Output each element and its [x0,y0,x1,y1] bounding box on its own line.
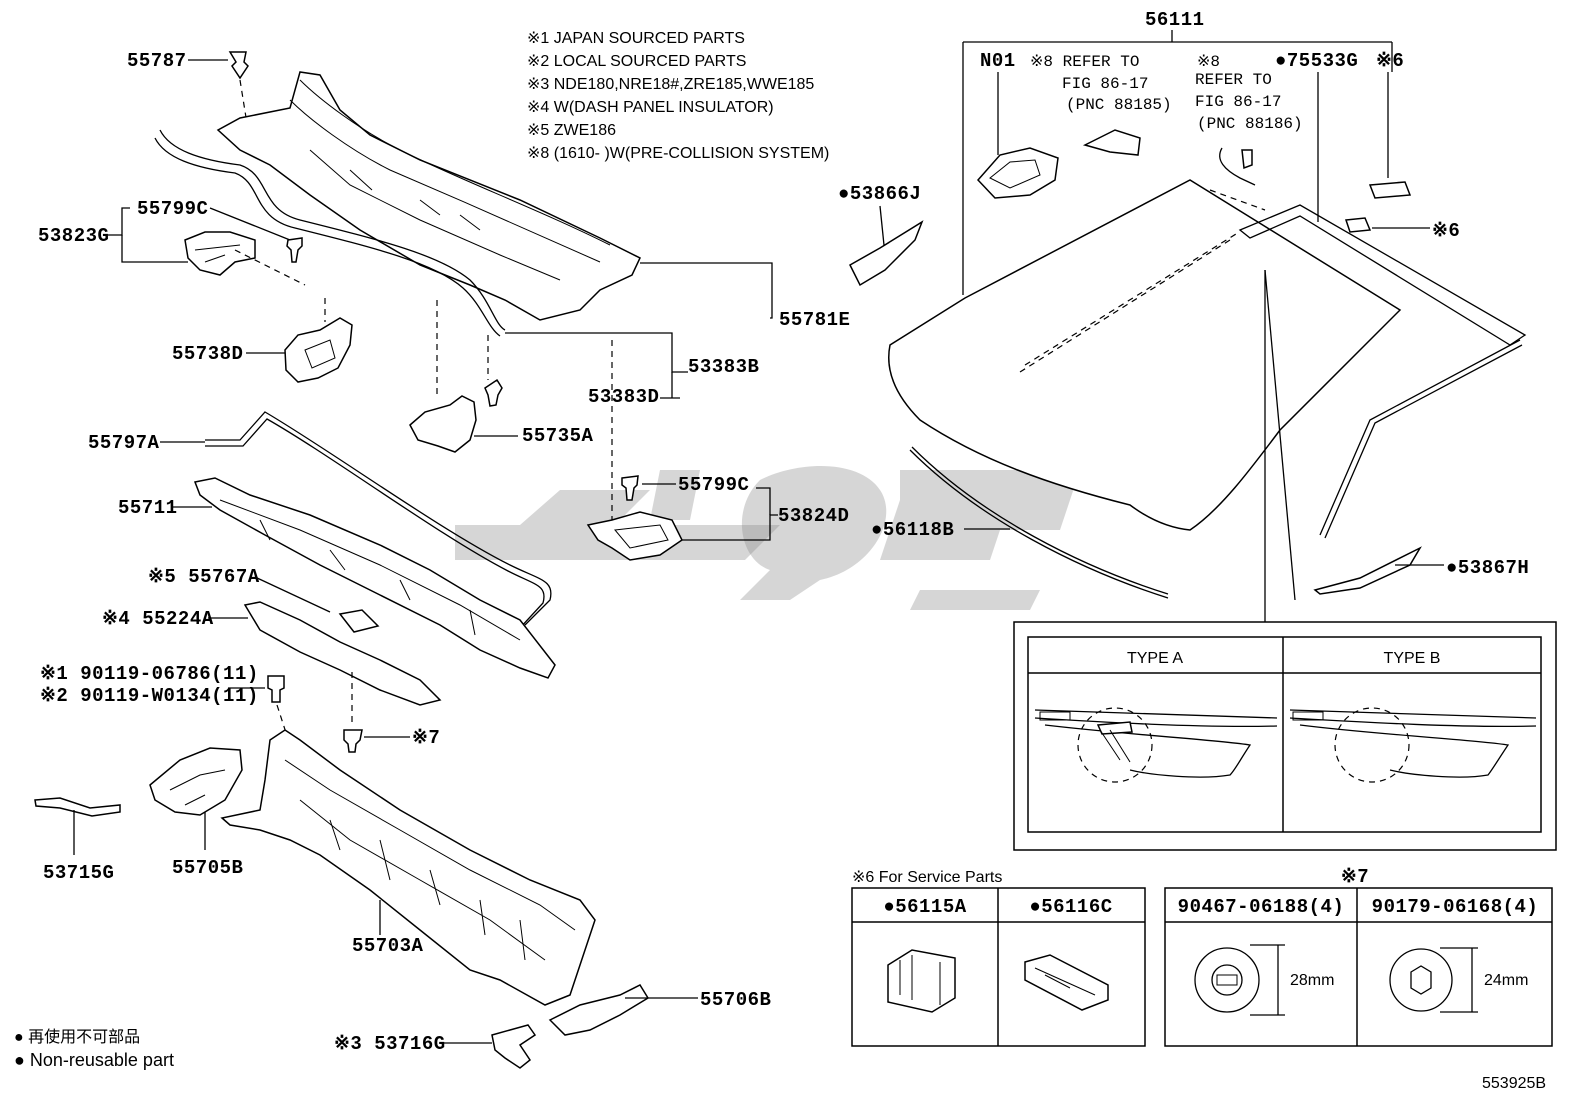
refer-a-1: ※8 REFER TO [1030,53,1139,71]
part-90119[interactable]: ※1 90119-06786(11) ※2 90119-W0134(11) [40,663,291,746]
clip-dim1: 28mm [1290,972,1334,989]
type-detail-box: TYPE A TYPE B [1013,621,1557,851]
service-col1: ●56115A [883,896,966,918]
note-3: ※3 NDE180,NRE18#,ZRE185,WWE185 [527,76,814,93]
label-55706b: 55706B [700,989,771,1011]
part-55703a[interactable]: 55703A [220,729,596,1006]
legend-en: ● Non-reusable part [14,1050,174,1070]
part-53383d[interactable]: 53383D [487,335,680,408]
part-53867h[interactable]: ●53867H [1313,546,1529,595]
part-55797a[interactable]: 55797A [88,411,552,629]
part-55735a[interactable]: 55735A [409,300,594,453]
label-53823g: 53823G [38,225,109,247]
label-75533g: ●75533G [1275,50,1358,72]
part-75533g[interactable]: ●75533G [1238,50,1527,539]
clip-col2: 90179-06168(4) [1372,896,1539,918]
label-55787: 55787 [127,50,187,72]
label-90119-a: ※1 90119-06786(11) [40,663,259,685]
note-2: ※2 LOCAL SOURCED PARTS [527,53,746,70]
label-55738d: 55738D [172,343,243,365]
label-55767a: ※5 55767A [148,566,260,588]
part-55799c-b[interactable]: 55799C [621,474,749,501]
type-a-label: TYPE A [1127,650,1183,667]
label-56118b: ●56118B [871,519,954,541]
label-55797a: 55797A [88,432,160,454]
label-53824d: 53824D [778,505,849,527]
service-box-title: ※6 For Service Parts [852,869,1002,886]
label-53383b: 53383B [688,356,759,378]
service-col2: ●56116C [1029,896,1112,918]
label-53866j: ●53866J [838,183,921,205]
refer-fig-86-17-a: ※8 REFER TO FIG 86-17 (PNC 88185) [1030,53,1172,156]
refer-a-3: (PNC 88185) [1066,96,1172,114]
part-55767a[interactable]: ※5 55767A [148,566,380,633]
part-55706b[interactable]: 55706B [548,984,771,1036]
note-5: ※5 ZWE186 [527,122,616,139]
part-service-6[interactable]: ※6 ※6 [1344,50,1460,242]
clip-box-title: ※7 [1341,866,1369,888]
refer-b-2: FIG 86-17 [1195,93,1281,111]
label-53716g: ※3 53716G [334,1033,446,1055]
label-53715g: 53715G [43,862,114,884]
legend: ● 再使用不可部品 ● Non-reusable part [14,1028,174,1070]
label-55735a: 55735A [522,425,594,447]
part-56111-windshield[interactable]: 56111 [888,9,1402,531]
part-53716g[interactable]: ※3 53716G [334,1024,537,1069]
diagram-id: 553925B [1482,1075,1546,1092]
part-53823g[interactable]: 53823G [38,207,306,286]
refer-b-3: (PNC 88186) [1197,115,1303,133]
part-56118b[interactable]: ●56118B [871,446,1169,599]
label-55781e: 55781E [779,309,850,331]
note-4: ※4 W(DASH PANEL INSULATOR) [527,99,774,116]
label-90119-b: ※2 90119-W0134(11) [40,685,259,707]
part-55224a[interactable]: ※4 55224A [102,601,442,725]
part-53824d[interactable]: 53824D [586,340,849,561]
label-55711: 55711 [118,497,178,519]
part-clip-7[interactable]: ※7 [343,727,440,753]
note-1: ※1 JAPAN SOURCED PARTS [527,30,745,47]
clip-col1: 90467-06188(4) [1178,896,1345,918]
clip-box: ※7 90467-06188(4) 90179-06168(4) 28mm 24… [1164,866,1553,1047]
part-55781e-cowl-top[interactable]: 55781E [216,71,850,331]
refer-b-0: ※8 [1197,53,1220,71]
label-7: ※7 [412,727,440,749]
label-55705b: 55705B [172,857,243,879]
service-parts-box: ※6 For Service Parts ●56115A ●56116C [851,869,1146,1047]
label-55799c-a: 55799C [137,198,208,220]
part-53715g[interactable]: 53715G [34,797,121,884]
type-b-label: TYPE B [1384,650,1441,667]
label-55799c-b: 55799C [678,474,749,496]
refer-a-2: FIG 86-17 [1062,75,1148,93]
part-53383b-seal[interactable]: 53383B [154,129,759,398]
label-56111: 56111 [1145,9,1205,31]
notes-block: ※1 JAPAN SOURCED PARTS ※2 LOCAL SOURCED … [527,30,829,162]
label-n01: N01 [980,50,1016,72]
label-55703a: 55703A [352,935,424,957]
label-55224a: ※4 55224A [102,608,214,630]
label-53867h: ●53867H [1446,557,1529,579]
refer-fig-86-17-b: ※8 REFER TO FIG 86-17 (PNC 88186) [1195,53,1303,211]
part-n01[interactable]: N01 [976,50,1059,199]
label-6b: ※6 [1432,220,1460,242]
refer-b-1: REFER TO [1195,71,1272,89]
legend-jp: ● 再使用不可部品 [14,1028,140,1046]
note-8: ※8 (1610- )W(PRE-COLLISION SYSTEM) [527,145,829,162]
label-6a: ※6 [1376,50,1404,72]
part-55799c-a[interactable]: 55799C [137,198,303,263]
part-55711[interactable]: 55711 [118,477,556,679]
part-53866j[interactable]: ●53866J [838,183,924,287]
part-55787[interactable]: 55787 [127,50,249,131]
part-55738d[interactable]: 55738D [172,298,353,383]
clip-dim2: 24mm [1484,972,1528,989]
part-55705b[interactable]: 55705B [149,747,243,879]
label-53383d: 53383D [588,386,659,408]
